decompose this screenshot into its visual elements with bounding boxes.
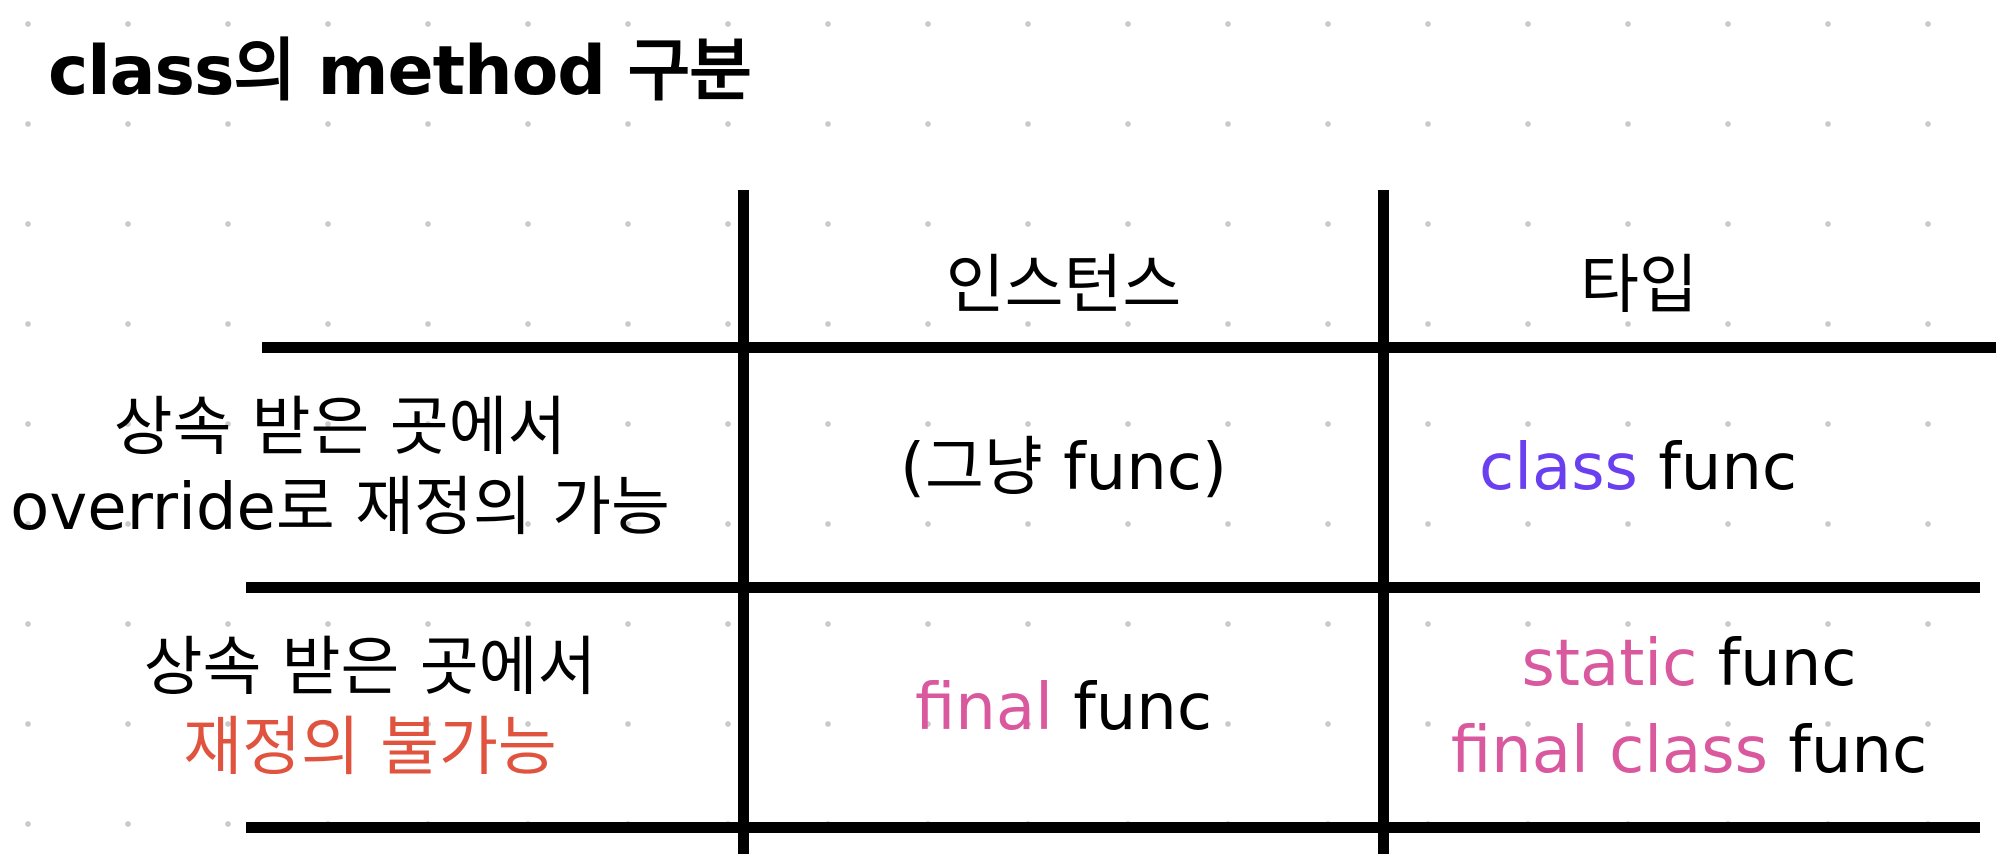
column-divider-2 [1378,190,1389,854]
row-2-instance-keyword: final [914,670,1053,745]
row-2-type-line-1-keyword: static [1521,627,1698,702]
page-title: class의 method 구분 [48,32,752,111]
row-2-type: static func final class func [1389,593,1989,822]
header-instance-label: 인스턴스 [945,249,1182,323]
row-2-type-line-1: static func [1522,621,1857,707]
header-instance: 인스턴스 [749,230,1378,342]
header-type-label: 타입 [1580,249,1698,323]
row-1-type-text: class func [1479,428,1797,508]
row-1-label: 상속 받은 곳에서 override로 재정의 가능 [0,353,680,582]
row-2-instance-rest: func [1052,670,1213,745]
row-2-type-line-1-rest: func [1697,627,1857,702]
row-1-instance: (그냥 func) [749,353,1378,582]
row-1-type-rest: func [1637,430,1798,505]
row-2-instance: final func [749,593,1378,822]
row-2-label-line-1: 상속 받은 곳에서 [143,630,597,705]
row-1-type-keyword: class [1479,430,1638,505]
row-2-type-line-2-rest: func [1767,713,1928,788]
row-2-instance-text: final func [915,668,1212,748]
row-1-instance-text: (그냥 func) [900,430,1227,505]
header-type: 타입 [1389,230,1889,342]
row-2-label-line-2: 재정의 불가능 [183,710,557,785]
header-divider [262,342,1996,353]
row-2-type-line-2-keyword: final class [1450,713,1768,788]
bottom-divider [246,822,1980,833]
row-1-label-line-1: 상속 받은 곳에서 [113,390,567,465]
row-2-label: 상속 받은 곳에서 재정의 불가능 [30,593,710,822]
row-2-type-line-2: final class func [1451,708,1927,794]
row-1-label-line-2: override로 재정의 가능 [10,470,670,545]
row-divider [246,582,1980,593]
row-1-type: class func [1389,353,1969,582]
column-divider-1 [738,190,749,854]
